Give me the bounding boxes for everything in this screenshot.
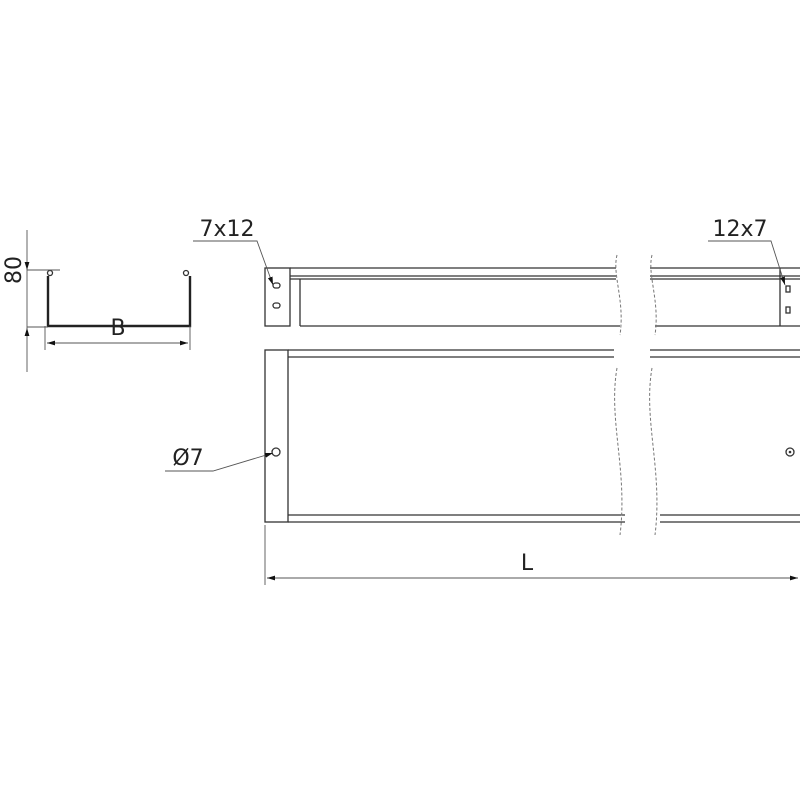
right-hook bbox=[182, 269, 190, 277]
slot-left-label: 7x12 bbox=[199, 217, 254, 242]
cross-section-view: 80 B bbox=[2, 230, 192, 372]
callouts: 7x12 12x7 Ø7 bbox=[165, 217, 786, 472]
width-label: B bbox=[110, 316, 125, 341]
hole-icon bbox=[785, 447, 795, 457]
hole-icon bbox=[271, 447, 281, 457]
slot-right-label: 12x7 bbox=[712, 217, 767, 242]
slot bbox=[272, 282, 281, 289]
slot bbox=[785, 306, 791, 314]
channel-profile bbox=[46, 276, 192, 328]
slot bbox=[785, 285, 791, 293]
side-view bbox=[264, 267, 800, 327]
height-label: 80 bbox=[2, 256, 27, 284]
end-flange bbox=[264, 267, 291, 327]
length-dimension: L bbox=[264, 525, 798, 585]
end-cap bbox=[264, 349, 289, 523]
left-hook bbox=[46, 269, 54, 277]
hole-label: Ø7 bbox=[172, 446, 203, 471]
slot bbox=[272, 302, 281, 309]
bottom-view bbox=[264, 349, 800, 523]
length-label: L bbox=[521, 551, 534, 576]
break-lines bbox=[614, 254, 658, 536]
